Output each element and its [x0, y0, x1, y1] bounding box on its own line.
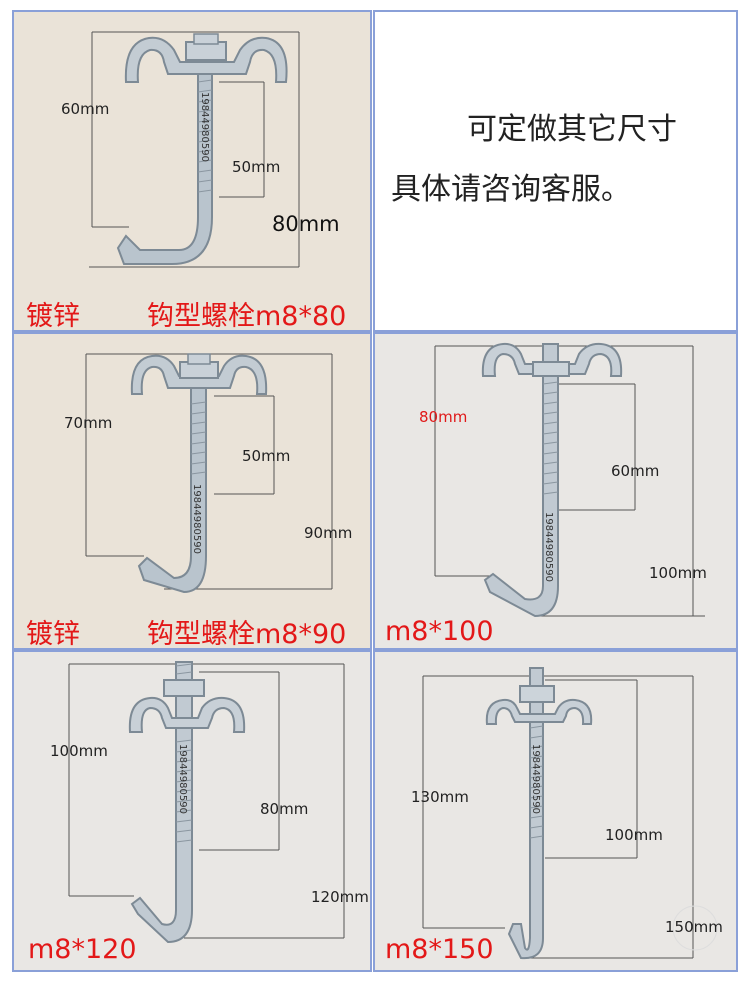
dimension-label: 50mm [242, 447, 291, 465]
dimension-label: 60mm [61, 100, 110, 118]
phone-stamp: 19844980590 [199, 92, 210, 162]
phone-stamp: 19844980590 [191, 484, 202, 554]
hook-bolt-image: 19844980590 [89, 31, 300, 268]
dimension-label: 100mm [605, 826, 663, 844]
custom-size-notice: 可定做其它尺寸 具体请咨询客服。 [373, 10, 738, 332]
phone-stamp: 19844980590 [530, 744, 541, 814]
coating-label: 镀锌 [26, 301, 80, 332]
product-photo-m8-100: 19844980590 80mm 60mm 100mm m8*100 [373, 332, 738, 650]
product-name-label: 钩型螺栓m8*80 [147, 301, 347, 332]
notice-line-2: 具体请咨询客服。 [391, 172, 631, 207]
hook-bolt-image: 19844980590 [68, 661, 345, 944]
dimension-label: 90mm [304, 524, 353, 542]
product-photo-m8-120: 19844980590 100mm 80mm 120mm m8*120 [12, 650, 372, 972]
size-label: m8*120 [28, 934, 137, 965]
dimension-label: 100mm [649, 564, 707, 582]
dimension-label: 130mm [411, 788, 469, 806]
size-label: m8*150 [385, 934, 494, 965]
dimension-label: 100mm [50, 742, 108, 760]
product-photo-m8-150: 19844980590 130mm 100mm 150mm m8*150 [373, 650, 738, 972]
product-photo-m8-90: 19844980590 70mm 50mm 90mm 镀锌 钩型螺栓m8*90 [12, 332, 372, 650]
dimension-label: 150mm [665, 918, 723, 936]
hook-bolt-image: 19844980590 [85, 353, 333, 594]
dimension-label: 60mm [611, 462, 660, 480]
dimension-label: 50mm [232, 158, 281, 176]
product-name-label: 钩型螺栓m8*90 [147, 619, 347, 650]
hook-bolt-image: 19844980590 [422, 667, 718, 960]
notice-line-1: 可定做其它尺寸 [467, 112, 677, 147]
phone-stamp: 19844980590 [177, 744, 188, 814]
dimension-label: 80mm [260, 800, 309, 818]
size-label: m8*100 [385, 616, 494, 647]
coating-label: 镀锌 [26, 619, 80, 650]
dimension-label: 70mm [64, 414, 113, 432]
dimension-label: 80mm [419, 408, 468, 426]
dimension-label: 120mm [311, 888, 369, 906]
product-photo-m8-80: 19844980590 60mm 50mm 80mm 镀锌 钩型螺栓m8*80 [12, 10, 372, 332]
phone-stamp: 19844980590 [543, 512, 554, 582]
hook-bolt-image: 19844980590 [434, 342, 705, 618]
dimension-label: 80mm [272, 212, 340, 236]
